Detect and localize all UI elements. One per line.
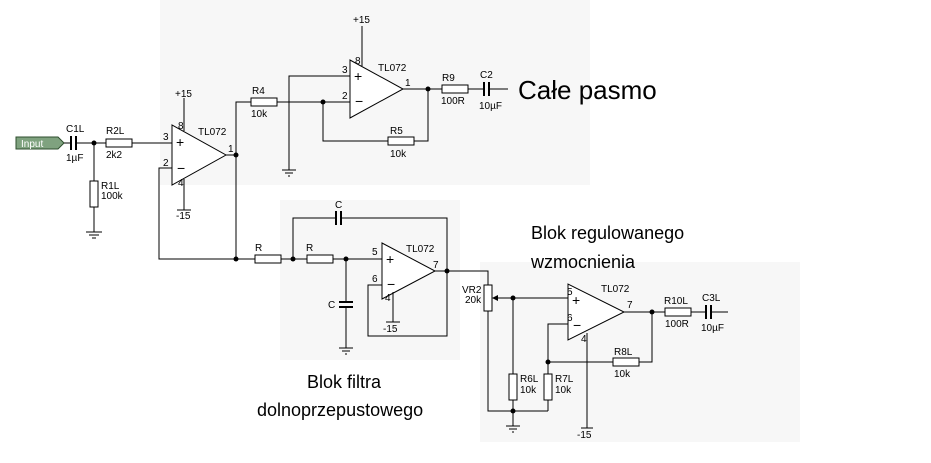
capacitor-c1l: C1L 1µF — [66, 124, 85, 164]
c-gnd-ref: C — [328, 300, 335, 311]
r-b-ref: R — [306, 243, 313, 254]
vr2-ref: VR2 — [462, 285, 482, 296]
u1-pin-minus: 2 — [163, 158, 169, 169]
u1-name: TL072 — [198, 127, 227, 138]
resistor-r1l: R1L 100k — [89, 180, 124, 208]
svg-text:+: + — [386, 251, 394, 267]
u1-supply-pos: +15 — [175, 89, 192, 100]
c3l-ref: C3L — [702, 293, 721, 304]
filter-block-title-2: dolnoprzepustowego — [257, 400, 423, 420]
input-connector[interactable]: Input — [15, 136, 65, 150]
svg-text:−: − — [177, 160, 185, 176]
u2-pin-vp: 8 — [355, 56, 361, 67]
svg-text:−: − — [387, 276, 395, 292]
resistor-r10l: R10L 100R — [664, 296, 692, 330]
svg-text:−: − — [355, 93, 363, 109]
u4-supply-neg: -15 — [577, 430, 592, 441]
r1l-ref: R1L — [101, 181, 120, 192]
u1-pin-plus: 3 — [163, 132, 169, 143]
opamp-u2: + − TL072 3 2 1 8 — [342, 56, 411, 119]
r4-value: 10k — [251, 109, 268, 120]
r10l-ref: R10L — [664, 296, 688, 307]
r5-ref: R5 — [390, 126, 403, 137]
r8l-value: 10k — [614, 369, 631, 380]
u2-supply-pos: +15 — [353, 15, 370, 26]
u3-pin-minus: 6 — [372, 274, 378, 285]
c3l-value: 10µF — [701, 323, 724, 334]
ground-symbol — [506, 425, 520, 433]
u2-pin-minus: 2 — [342, 91, 348, 102]
r9-value: 100R — [441, 96, 465, 107]
u4-pin-plus: 5 — [567, 287, 573, 298]
resistor-r-a: R — [254, 243, 282, 264]
gain-block-title-2: wzmocnienia — [530, 252, 636, 272]
c2-ref: C2 — [480, 70, 493, 81]
u4-pin-out: 7 — [627, 300, 633, 311]
r10l-value: 100R — [665, 319, 689, 330]
u3-pin-vn: 4 — [385, 293, 391, 304]
u2-pin-out: 1 — [405, 78, 411, 89]
r2l-ref: R2L — [106, 126, 125, 137]
u1-supply-neg: -15 — [176, 211, 191, 222]
background-panels — [160, 0, 800, 442]
ground-symbol — [86, 231, 102, 239]
u2-pin-plus: 3 — [342, 65, 348, 76]
ground-symbol — [282, 169, 296, 177]
r-a-ref: R — [255, 243, 262, 254]
r9-ref: R9 — [442, 73, 455, 84]
r1l-value: 100k — [101, 191, 124, 202]
u4-pin-minus: 6 — [567, 313, 573, 324]
u4-name: TL072 — [601, 284, 630, 295]
u3-supply-neg: -15 — [383, 324, 398, 335]
vr2-value: 20k — [465, 295, 482, 306]
full-band-title: Całe pasmo — [518, 75, 657, 105]
r5-value: 10k — [390, 149, 407, 160]
r7l-value: 10k — [555, 385, 572, 396]
r6l-value: 10k — [520, 385, 537, 396]
svg-text:+: + — [176, 134, 184, 150]
resistor-r2l: R2L 2k2 — [105, 126, 133, 161]
c1l-value: 1µF — [66, 153, 83, 164]
opamp-u3: + − TL072 5 6 7 4 — [372, 242, 439, 304]
u1-pin-out: 1 — [228, 144, 234, 155]
r4-ref: R4 — [252, 86, 265, 97]
svg-text:−: − — [573, 317, 581, 333]
opamp-u1: + − TL072 3 2 1 8 4 — [163, 121, 234, 189]
u3-pin-plus: 5 — [372, 247, 378, 258]
r6l-ref: R6L — [520, 374, 539, 385]
c1l-ref: C1L — [66, 124, 85, 135]
u3-name: TL072 — [406, 244, 435, 255]
filter-block-title-1: Blok filtra — [307, 372, 382, 392]
gain-block-title-1: Blok regulowanego — [531, 223, 684, 243]
u4-pin-vn: 4 — [581, 334, 587, 345]
u2-name: TL072 — [378, 63, 407, 74]
svg-text:+: + — [572, 292, 580, 308]
u3-pin-out: 7 — [433, 260, 439, 271]
c2-value: 10µF — [479, 101, 502, 112]
opamp-u4: + − TL072 5 6 7 4 — [567, 283, 633, 345]
r8l-ref: R8L — [614, 347, 633, 358]
c-fb-ref: C — [335, 200, 342, 211]
u1-pin-vp: 8 — [178, 121, 184, 132]
u1-pin-vn: 4 — [178, 178, 184, 189]
r7l-ref: R7L — [555, 374, 574, 385]
r2l-value: 2k2 — [106, 150, 123, 161]
input-label: Input — [21, 139, 43, 150]
ground-symbol — [339, 347, 353, 355]
svg-text:+: + — [354, 68, 362, 84]
